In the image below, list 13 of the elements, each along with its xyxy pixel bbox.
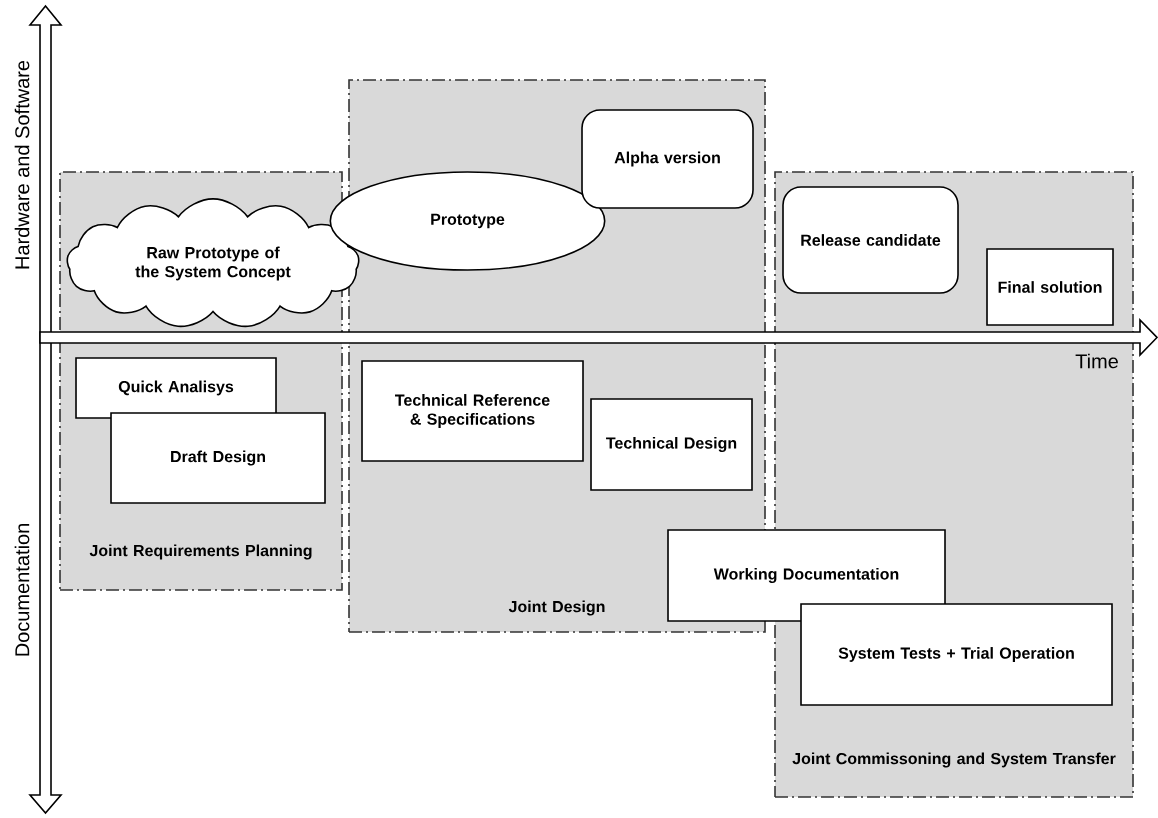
process-box: System Tests + Trial Operation	[800, 603, 1113, 706]
process-box: Technical Design	[590, 398, 753, 491]
process-box: Draft Design	[110, 412, 326, 504]
rounded-box: Release candidate	[782, 186, 959, 294]
concept-cloud: Raw Prototype of the System Concept	[66, 198, 360, 328]
axis-label: Documentation	[14, 524, 30, 656]
process-box: Final solution	[986, 248, 1114, 326]
rounded-box: Alpha version	[581, 109, 754, 209]
time-axis-label: Time	[1075, 353, 1118, 369]
axis-label: Hardware and Software	[14, 60, 30, 269]
process-box: Working Documentation	[667, 529, 946, 622]
process-box: Technical Reference & Specifications	[361, 360, 584, 462]
process-box: Quick Analisys	[75, 357, 277, 419]
